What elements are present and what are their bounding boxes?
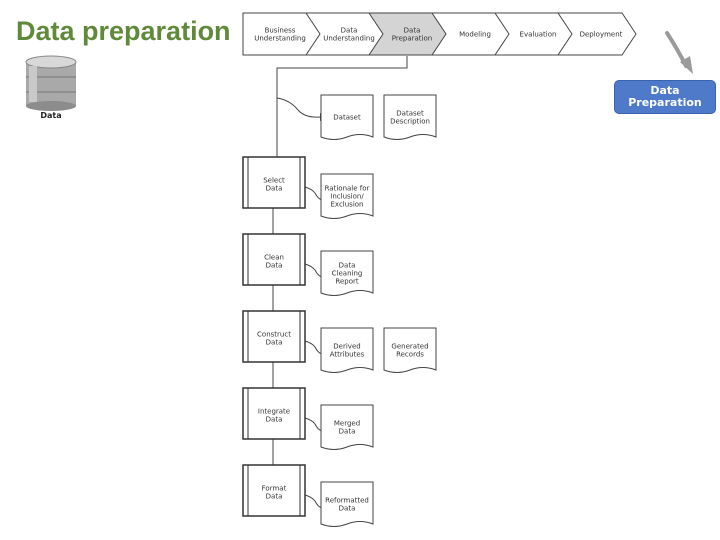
connector-line bbox=[304, 417, 323, 432]
phase-label: Understanding bbox=[323, 35, 375, 43]
task-label-line: Format bbox=[262, 485, 287, 493]
phase-6: Deployment bbox=[557, 12, 637, 56]
arrow-head-icon bbox=[680, 56, 693, 74]
output-label-line: Inclusion/ bbox=[330, 193, 364, 201]
task-box bbox=[242, 464, 306, 517]
output-document: Dataset bbox=[320, 94, 374, 140]
phase-label: Deployment bbox=[580, 31, 623, 39]
phase-chevron bbox=[557, 12, 637, 56]
output-label-line: Records bbox=[396, 351, 424, 359]
connector-line bbox=[304, 263, 323, 278]
phase-label: Evaluation bbox=[520, 31, 557, 39]
document-shape bbox=[320, 327, 374, 373]
phase-label: Data bbox=[404, 27, 421, 35]
output-label-line: Derived bbox=[333, 343, 360, 351]
database-icon bbox=[25, 55, 77, 111]
phase-label: Business bbox=[265, 27, 296, 35]
data-preparation-badge: Data Preparation bbox=[614, 80, 716, 114]
output-label-line: Dataset bbox=[396, 110, 424, 118]
page-title: Data preparation bbox=[16, 16, 231, 46]
task-label-line: Data bbox=[266, 416, 283, 424]
task-box bbox=[242, 156, 306, 209]
phase-label: Data bbox=[341, 27, 358, 35]
badge-line-2: Preparation bbox=[628, 96, 702, 109]
task-label-line: Data bbox=[266, 185, 283, 193]
task-label-line: Construct bbox=[257, 331, 291, 339]
document-shape bbox=[320, 173, 374, 219]
output-label-line: Merged bbox=[334, 420, 360, 428]
output-label-line: Report bbox=[335, 278, 358, 286]
task-label-line: Clean bbox=[264, 254, 284, 262]
output-label-line: Data bbox=[339, 262, 356, 270]
output-label-line: Rationale for bbox=[325, 185, 370, 193]
output-label-line: Reformatted bbox=[325, 497, 369, 505]
output-label-line: Data bbox=[339, 505, 356, 513]
task-label-line: Select bbox=[263, 177, 285, 185]
document-shape bbox=[320, 404, 374, 450]
document-shape bbox=[320, 94, 374, 140]
document-shape bbox=[383, 327, 437, 373]
task-label-line: Data bbox=[266, 262, 283, 270]
output-label-line: Exclusion bbox=[331, 201, 364, 209]
task-box bbox=[242, 233, 306, 286]
phase-label: Preparation bbox=[392, 35, 432, 43]
output-label-line: Dataset bbox=[333, 114, 361, 122]
database-label: Data bbox=[40, 111, 61, 120]
connector-line bbox=[304, 186, 323, 201]
output-label-line: Description bbox=[390, 118, 430, 126]
output-label-line: Generated bbox=[391, 343, 428, 351]
connector-line bbox=[304, 340, 323, 355]
task-label-line: Integrate bbox=[258, 408, 290, 416]
output-label-line: Cleaning bbox=[332, 270, 363, 278]
phase-label: Modeling bbox=[459, 31, 491, 39]
task-box bbox=[242, 387, 306, 440]
phase-label: Understanding bbox=[254, 35, 306, 43]
task-label-line: Data bbox=[266, 493, 283, 501]
badge-line-1: Data bbox=[650, 84, 680, 97]
output-label-line: Data bbox=[339, 428, 356, 436]
output-label-line: Attributes bbox=[330, 351, 365, 359]
connector-line bbox=[276, 56, 408, 157]
document-shape bbox=[320, 481, 374, 527]
connector-line bbox=[304, 494, 323, 509]
document-shape bbox=[383, 94, 437, 140]
connector-line bbox=[276, 97, 321, 118]
document-shape bbox=[320, 250, 374, 296]
task-box bbox=[242, 310, 306, 363]
task-label-line: Data bbox=[266, 339, 283, 347]
